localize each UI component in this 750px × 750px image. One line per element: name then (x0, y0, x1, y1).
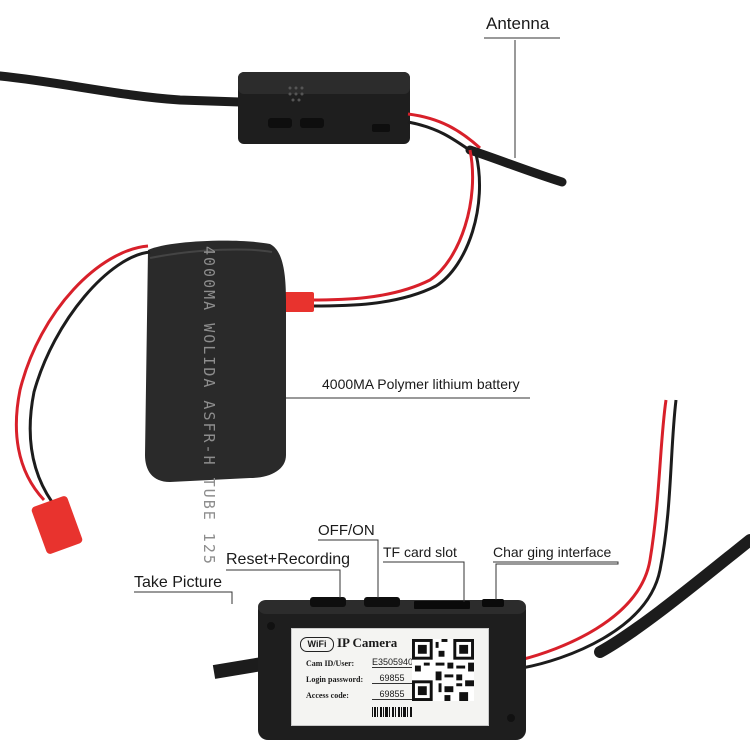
label-battery: 4000MA Polymer lithium battery (322, 376, 520, 392)
antenna-tube (465, 145, 567, 187)
battery-print-text: 4000MA WOLIDA ASFR-H TUBE 125 (200, 246, 218, 566)
take-picture-pointer (134, 591, 233, 604)
battery-black-wire (28, 250, 151, 503)
battery-red-wire (14, 244, 149, 502)
top-cable (0, 71, 245, 107)
right-cable-tube (594, 534, 750, 658)
right-black-wire (521, 399, 678, 670)
access-code-label: Access code: (306, 691, 349, 700)
right-red-wire (519, 399, 668, 662)
cam-id-value: E35059406 (372, 657, 419, 668)
charging-pointer (493, 561, 619, 600)
battery-pack: 4000MA WOLIDA ASFR-H TUBE 125 (145, 240, 286, 566)
label-charging-interface: Char ging interface (493, 544, 612, 560)
tf-card-pointer (383, 561, 465, 602)
wifi-logo: WiFi (300, 637, 334, 652)
top-camera-module (238, 72, 410, 144)
off-on-pointer (318, 539, 379, 598)
qr-code (412, 639, 474, 701)
login-password-value: 69855 (372, 673, 412, 684)
label-reset-recording: Reset+Recording (226, 551, 351, 568)
red-wire-to-antenna (407, 112, 482, 150)
label-tf-card-slot: TF card slot (383, 544, 457, 560)
reset-recording-pointer (226, 569, 341, 598)
barcode (372, 707, 412, 717)
login-password-label: Login password: (306, 675, 364, 684)
battery-connector-right (284, 292, 314, 312)
label-take-picture: Take Picture (134, 574, 223, 591)
camera-sticker: WiFi IP Camera Cam ID/User: E35059406 Lo… (291, 628, 489, 726)
red-wire-to-battery-connector (309, 149, 475, 302)
access-code-value: 69855 (372, 689, 412, 700)
label-antenna: Antenna (486, 14, 550, 33)
battery-connector-left (31, 496, 83, 554)
label-off-on: OFF/ON (318, 522, 375, 539)
sticker-title: IP Camera (337, 635, 398, 650)
cam-id-label: Cam ID/User: (306, 659, 355, 668)
black-wire-to-battery-connector (311, 153, 481, 308)
bottom-cable (212, 657, 264, 679)
